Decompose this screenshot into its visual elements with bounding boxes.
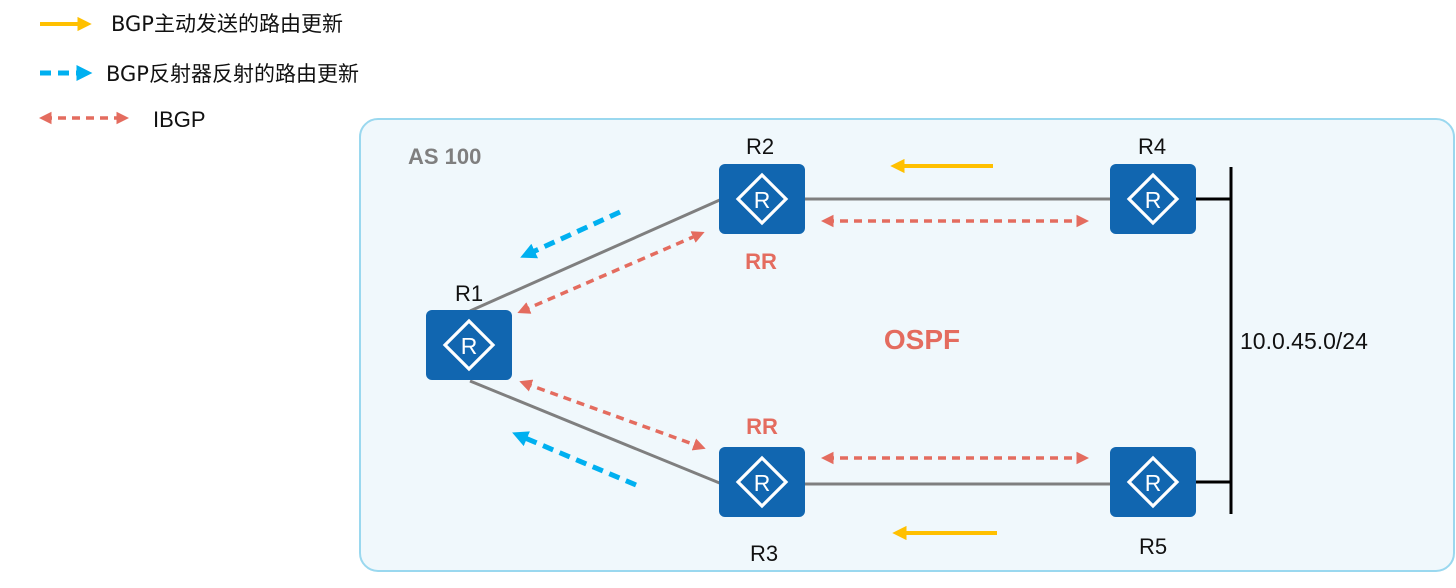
router-label-r4: R4 bbox=[1138, 134, 1166, 159]
reflected-update-r3-to-r1 bbox=[512, 431, 637, 488]
router-r4[interactable]: R bbox=[1108, 162, 1198, 236]
ibgp-r1-r3 bbox=[519, 379, 706, 451]
ibgp-sessions bbox=[517, 214, 1090, 465]
rr-tag-r2: RR bbox=[745, 249, 777, 274]
router-r3[interactable]: R bbox=[717, 445, 807, 519]
router-icon-letter: R bbox=[1145, 187, 1162, 213]
router-icon-letter: R bbox=[1145, 470, 1162, 496]
router-label-r5: R5 bbox=[1139, 534, 1167, 559]
protocol-label: OSPF bbox=[884, 324, 960, 355]
router-r2[interactable]: R bbox=[717, 162, 807, 236]
router-icon-letter: R bbox=[754, 470, 771, 496]
rr-tag-r3: RR bbox=[746, 414, 778, 439]
router-r1[interactable]: R bbox=[424, 308, 514, 382]
as-label: AS 100 bbox=[408, 144, 481, 169]
legend: BGP主动发送的路由更新 BGP反射器反射的路由更新 IBGP bbox=[38, 12, 359, 132]
router-label-r2: R2 bbox=[746, 134, 774, 159]
legend-reflected-update-label: BGP反射器反射的路由更新 bbox=[106, 62, 359, 86]
router-label-r3: R3 bbox=[750, 541, 778, 566]
legend-active-update-label: BGP主动发送的路由更新 bbox=[111, 12, 343, 36]
route-updates bbox=[512, 158, 997, 541]
ibgp-r1-r2 bbox=[517, 231, 705, 314]
subnet-label: 10.0.45.0/24 bbox=[1240, 328, 1368, 354]
router-r5[interactable]: R bbox=[1108, 445, 1198, 519]
router-label-r1: R1 bbox=[455, 281, 483, 306]
router-icon-letter: R bbox=[461, 333, 478, 359]
legend-ibgp-label: IBGP bbox=[153, 107, 206, 132]
router-icon-letter: R bbox=[754, 187, 771, 213]
